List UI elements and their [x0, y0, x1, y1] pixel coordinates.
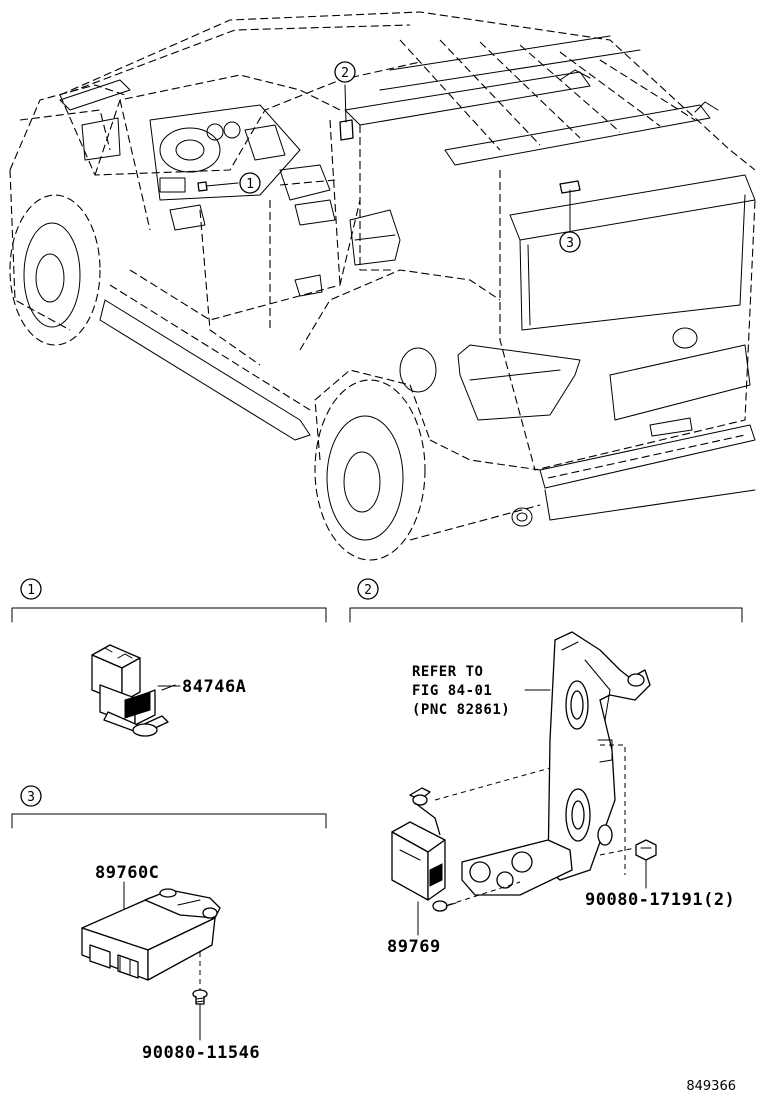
vehicle-callout-1: 1 — [239, 172, 261, 194]
refer-note-line-2: FIG 84-01 — [412, 683, 492, 699]
refer-note-line-1: REFER TO — [412, 664, 483, 680]
section-3-index-circle — [20, 785, 42, 807]
computer-module-drawing — [81, 888, 221, 981]
part-number-90080-11546: 90080-11546 — [142, 1043, 260, 1063]
screw-drawing — [192, 989, 208, 1005]
section-3-bracket — [11, 813, 327, 829]
section-1: 1 84746A — [11, 578, 327, 737]
section-1-bracket — [11, 607, 327, 623]
diagram-code: 849366 — [686, 1079, 736, 1094]
section-2-index-circle — [357, 578, 379, 600]
section-1-index: 1 — [27, 583, 35, 598]
callout-1-label: 1 — [246, 177, 254, 192]
vehicle-callout-3: 3 — [559, 231, 581, 253]
section-2: 2 REFER TO FIG 84-01 (PNC 82861) — [349, 578, 743, 957]
section-2-bracket — [349, 607, 743, 623]
section-3-index: 3 — [27, 790, 35, 805]
receiver-module-drawing — [391, 787, 457, 912]
vehicle-callout-2: 2 — [334, 61, 356, 83]
refer-note-line-3: (PNC 82861) — [412, 702, 510, 718]
section-1-index-circle — [20, 578, 42, 600]
part-number-84746A: 84746A — [182, 677, 246, 697]
part-number-89760C: 89760C — [95, 863, 159, 883]
part-number-89769: 89769 — [387, 937, 441, 957]
section-2-index: 2 — [364, 583, 372, 598]
vehicle-overview-illustration — [9, 11, 756, 561]
switch-part-drawing — [91, 644, 176, 737]
callout-3-label: 3 — [566, 236, 574, 251]
part-number-90080-17191: 90080-17191(2) — [585, 890, 735, 910]
callout-2-label: 2 — [341, 66, 349, 81]
section-3: 3 89760C 90080-11546 — [11, 785, 327, 1063]
nut-drawing — [635, 839, 657, 861]
bracket-assembly-drawing — [461, 631, 651, 896]
